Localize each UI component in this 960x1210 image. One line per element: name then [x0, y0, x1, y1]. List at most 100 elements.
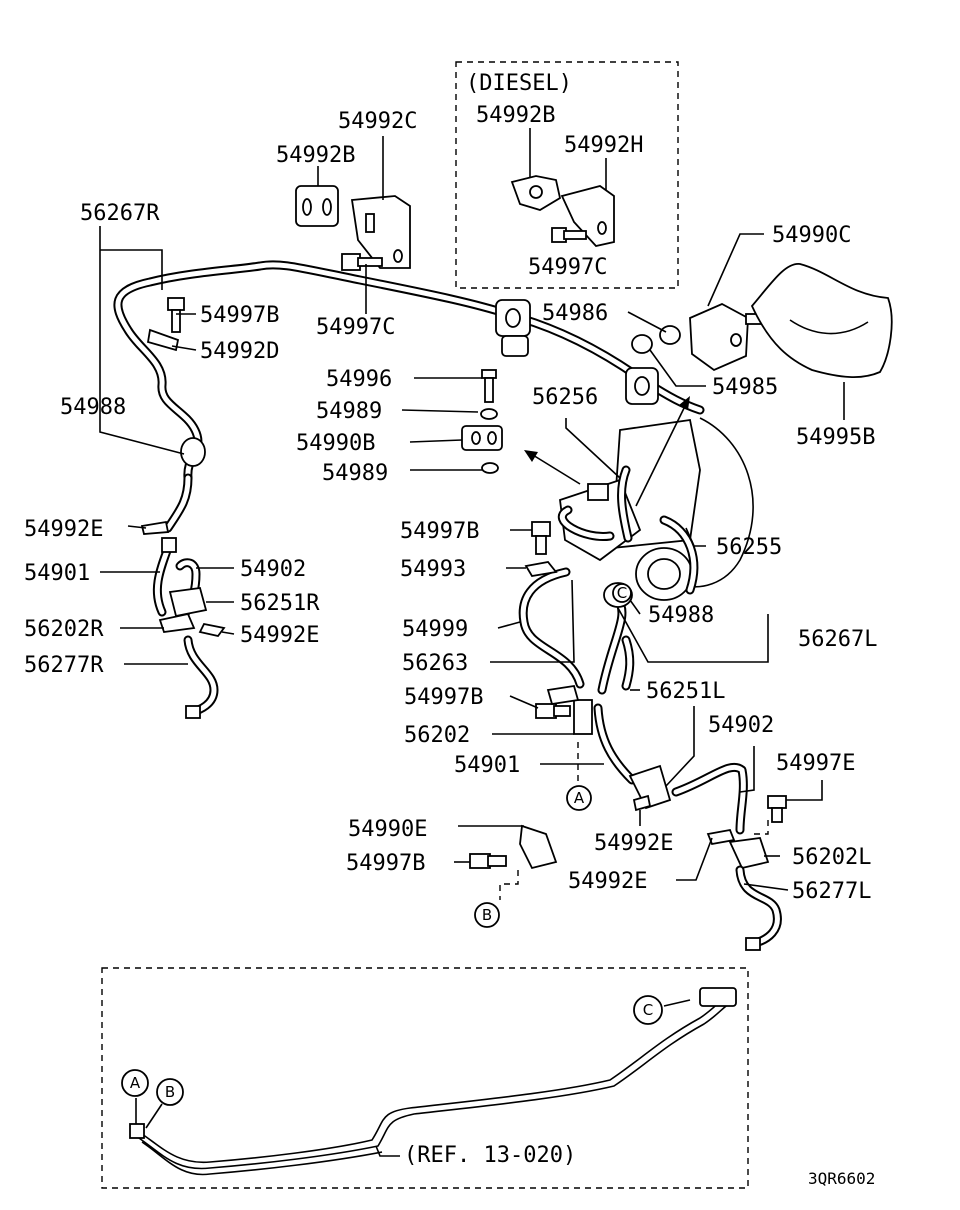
bolt-54996 [481, 369, 497, 403]
bar-clamp-right [625, 367, 659, 405]
label-54992C: 54992C [338, 109, 417, 134]
svg-text:B: B [165, 1083, 175, 1101]
label-54990B: 54990B [296, 431, 375, 456]
label-54985: 54985 [712, 375, 778, 400]
label-54997B-bottom: 54997B [346, 851, 425, 876]
label-54902-left: 54902 [240, 557, 306, 582]
label-54901-left: 54901 [24, 561, 90, 586]
label-54992H: 54992H [564, 133, 643, 158]
brake-booster-assembly [559, 417, 754, 601]
fitting-56277L [745, 937, 761, 951]
bolt-54997B-top [167, 297, 185, 333]
label-54992E-left2: 54992E [240, 623, 319, 648]
label-54990E: 54990E [348, 817, 427, 842]
callout-a-bottom: A [121, 1069, 149, 1097]
clip-54992E-left [140, 520, 170, 535]
callout-b-bottom: B [156, 1078, 184, 1106]
label-54999: 54999 [402, 617, 468, 642]
callout-c-top: C [612, 583, 632, 603]
connector-b [499, 870, 519, 900]
svg-text:C: C [643, 1001, 653, 1019]
label-54997B-mid: 54997B [400, 519, 479, 544]
label-54996: 54996 [326, 367, 392, 392]
svg-text:B: B [482, 906, 492, 924]
label-54992E-right: 54992E [594, 831, 673, 856]
clip-upper-56202 [546, 684, 580, 706]
diesel-bolt-54997C [551, 227, 587, 243]
stabilizer-bar [113, 260, 705, 533]
bolt-54997C-top [341, 253, 383, 271]
label-54988-right: 54988 [648, 603, 714, 628]
bracket-54992C-top [350, 195, 411, 269]
bracket-54992B-top [295, 185, 339, 227]
label-54997C-top: 54997C [316, 315, 395, 340]
label-54902-right: 54902 [708, 713, 774, 738]
label-54993: 54993 [400, 557, 466, 582]
label-56256: 56256 [532, 385, 598, 410]
drawing-code: 3QR6602 [808, 1169, 875, 1188]
label-54992E-left: 54992E [24, 517, 103, 542]
label-56277R: 56277R [24, 653, 104, 678]
svg-text:C: C [617, 584, 627, 602]
diesel-bracket-54992B [510, 175, 562, 211]
clip-54993 [524, 561, 558, 577]
line-54902-right [671, 762, 748, 835]
bracket-54995B [750, 263, 893, 378]
label-56263: 56263 [402, 651, 468, 676]
bolt-54997B-low [535, 703, 571, 719]
bolt-54997B-bottom [469, 853, 507, 869]
hose-54901-right [593, 703, 637, 785]
washer-54989-b [481, 462, 499, 474]
bushing-left [180, 437, 206, 467]
bracket-56202R [158, 612, 196, 633]
clip-54992E-right [632, 794, 652, 812]
clip-54992E-left2 [198, 622, 226, 638]
arrow-left-head [524, 450, 538, 462]
label-54989-b: 54989 [322, 461, 388, 486]
svg-text:A: A [574, 789, 585, 807]
bracket-56202L [728, 837, 770, 870]
pipe-56267L [597, 595, 635, 695]
arrow-right-head [679, 396, 690, 410]
clip-54992D [146, 328, 180, 352]
hose-54901-left [152, 543, 173, 617]
label-56251L: 56251L [646, 679, 725, 704]
joint-56251R [168, 587, 208, 618]
nut-54986 [659, 325, 681, 345]
joint-56202 [573, 699, 593, 735]
label-54992E-right2: 54992E [568, 869, 647, 894]
label-54997C-diesel: 54997C [528, 255, 607, 280]
block-54990B [461, 425, 503, 451]
label-54997B-top: 54997B [200, 303, 279, 328]
label-54989-a: 54989 [316, 399, 382, 424]
label-54901-right: 54901 [454, 753, 520, 778]
arrow-right [635, 399, 689, 507]
callout-c-bottom: C [633, 995, 663, 1025]
label-54988-left: 54988 [60, 395, 126, 420]
label-54992B-top: 54992B [276, 143, 355, 168]
diesel-box-title: (DIESEL) [466, 71, 572, 96]
bolt-54997E [767, 795, 787, 823]
label-54992D: 54992D [200, 339, 279, 364]
bushing-54985 [631, 334, 653, 354]
pipe-56256 [557, 465, 633, 543]
bar-clamp-center [495, 299, 531, 357]
label-56267R: 56267R [80, 201, 160, 226]
reference-inset-frame [101, 967, 749, 1189]
reference-note: (REF. 13-020) [404, 1143, 576, 1168]
label-56277L: 56277L [792, 879, 871, 904]
label-56202L: 56202L [792, 845, 871, 870]
label-54990C: 54990C [772, 223, 851, 248]
bolt-54997B-mid [531, 521, 551, 555]
pipe-56255 [659, 515, 699, 595]
arrow-left [527, 451, 581, 485]
hose-56277R [183, 635, 219, 717]
callout-b-top: B [474, 902, 500, 928]
label-56202R: 56202R [24, 617, 104, 642]
label-54992B-diesel: 54992B [476, 103, 555, 128]
hose-56277L [735, 865, 782, 949]
label-56251R: 56251R [240, 591, 320, 616]
connector-c [750, 820, 769, 835]
